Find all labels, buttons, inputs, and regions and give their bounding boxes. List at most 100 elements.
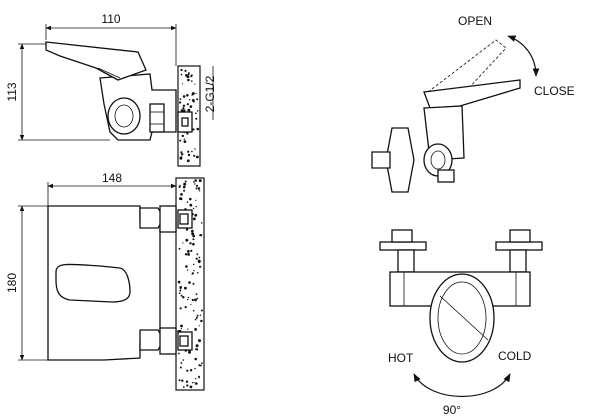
wall-speck: [185, 238, 189, 242]
wall-speck: [186, 384, 189, 387]
wall-speck: [189, 385, 193, 389]
wall-speck: [182, 296, 185, 299]
wall-speck: [184, 180, 187, 183]
wall-speck: [187, 78, 190, 82]
wall-speck: [194, 183, 196, 185]
dim-top-height: 113: [5, 82, 19, 101]
wall-speck: [195, 348, 199, 351]
wall-speck: [193, 154, 196, 157]
wall-speck: [195, 344, 199, 348]
wall-speck: [179, 307, 182, 310]
wall-speck: [195, 112, 197, 114]
dim-front-width: 148: [102, 171, 122, 185]
wall-speck: [194, 148, 196, 150]
wall-speck: [183, 138, 185, 140]
wall-speck: [194, 328, 198, 331]
wall-speck: [195, 184, 199, 187]
wall-speck: [197, 259, 201, 263]
wall-speck: [198, 377, 200, 379]
wall-speck: [193, 270, 195, 272]
wall-speck: [194, 298, 197, 302]
wall-speck: [195, 199, 197, 201]
wall-speck: [189, 99, 191, 101]
wall-speck: [184, 306, 187, 309]
wall-speck: [179, 289, 182, 292]
wall-speck: [194, 348, 197, 350]
wall-speck: [199, 234, 201, 236]
wall-speck: [187, 253, 191, 256]
wall-speck: [196, 127, 200, 131]
wall-speck: [186, 201, 189, 203]
wall-speck: [180, 68, 183, 72]
wall-speck: [192, 234, 195, 238]
wall-speck: [181, 134, 184, 138]
wall-speck: [198, 325, 200, 327]
wall-speck: [187, 296, 190, 299]
wall-speck: [191, 382, 194, 384]
wall-speck: [200, 222, 203, 224]
wall-speck: [196, 272, 199, 274]
wall-speck: [200, 319, 203, 323]
wall-speck: [178, 379, 181, 382]
wall-speck: [188, 350, 191, 354]
wall-speck: [199, 265, 202, 268]
wall-speck: [181, 83, 184, 85]
wall-speck: [183, 109, 186, 112]
hot-cold-view: HOT COLD 90°: [379, 229, 543, 417]
front-view: 148 180: [5, 171, 205, 391]
wall-speck: [196, 98, 199, 101]
wall-speck: [191, 272, 194, 275]
wall-speck: [191, 80, 193, 82]
wall-speck: [198, 339, 201, 343]
label-close: CLOSE: [534, 84, 575, 98]
wall-speck: [179, 139, 182, 142]
wall-speck: [194, 367, 196, 370]
wall-speck: [179, 98, 182, 100]
wall-speck: [191, 232, 195, 236]
wall-speck: [180, 362, 183, 364]
wall-speck: [180, 73, 183, 76]
wall-speck: [194, 83, 196, 85]
wall-speck: [187, 328, 189, 330]
wall-speck: [186, 94, 189, 97]
wall-speck: [185, 265, 188, 268]
wall-speck: [181, 379, 184, 382]
wall-speck: [192, 217, 196, 221]
wall-speck: [195, 382, 198, 385]
wall-speck: [195, 316, 198, 319]
wall-speck: [187, 298, 189, 301]
wall-speck: [201, 362, 203, 365]
label-open: OPEN: [458, 14, 492, 28]
wall-speck: [182, 386, 185, 388]
wall-speck: [187, 153, 191, 157]
wall-speck: [186, 132, 189, 135]
wall-speck: [179, 366, 182, 369]
wall-speck: [185, 380, 189, 383]
wall-speck: [192, 242, 195, 246]
wall-speck: [195, 205, 197, 208]
wall-speck: [178, 352, 180, 355]
wall-speck: [195, 257, 198, 260]
dim-thread: 2-G1/2: [203, 75, 217, 112]
wall-speck: [190, 303, 192, 305]
wall-speck: [182, 107, 185, 110]
wall-speck: [198, 364, 201, 367]
wall-speck: [194, 357, 197, 361]
wall-speck: [193, 181, 195, 183]
wall-speck: [191, 150, 193, 153]
wall-speck: [183, 189, 186, 192]
wall-speck: [186, 159, 190, 163]
wall-speck: [191, 229, 194, 233]
wall-speck: [198, 375, 201, 378]
wall-speck: [190, 75, 193, 78]
wall-speck: [180, 294, 183, 297]
wall-speck: [192, 282, 195, 285]
wall-speck: [199, 234, 203, 237]
wall-speck: [191, 92, 195, 96]
wall-speck: [183, 182, 187, 186]
wall-speck: [196, 314, 199, 317]
wall-speck: [196, 155, 199, 159]
wall-speck: [186, 250, 190, 253]
wall-speck: [179, 101, 182, 104]
wall-speck: [184, 253, 188, 256]
